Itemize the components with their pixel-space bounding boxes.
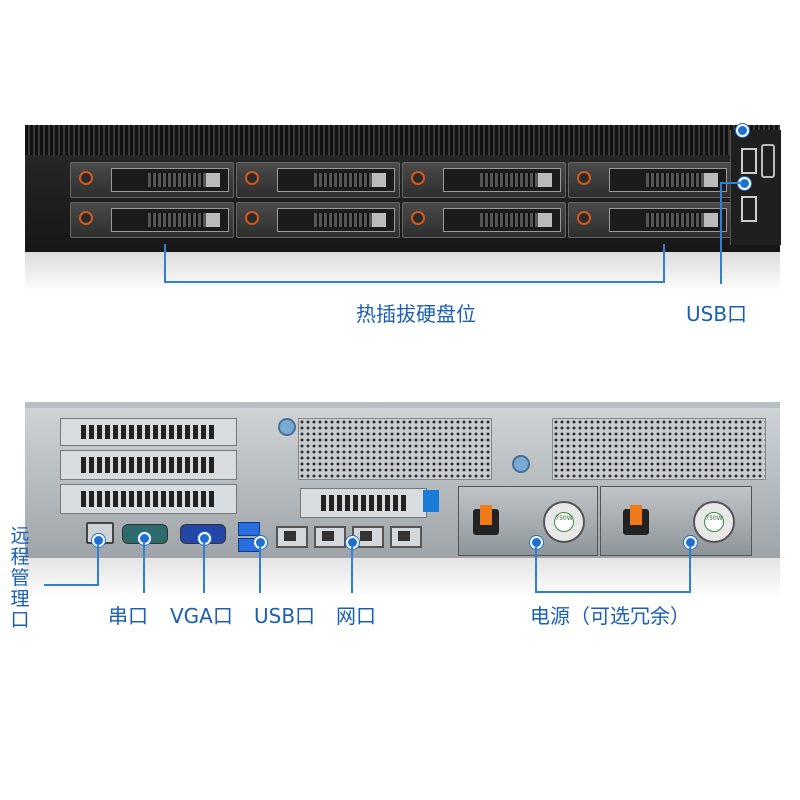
front-reflection (25, 252, 780, 292)
callout-line (720, 182, 742, 184)
front-vga-port-icon[interactable] (761, 144, 775, 178)
power-supply-label: 电源（可选冗余） (530, 604, 690, 628)
rear-usb-port-icon[interactable] (238, 522, 260, 536)
callout-line (143, 543, 145, 593)
drive-bay-grid (70, 158, 732, 244)
hot-swap-bays-label: 热插拔硬盘位 (356, 302, 476, 326)
callout-line (663, 244, 665, 283)
psu-wattage-badge: 750W (705, 515, 723, 522)
callout-line (259, 547, 261, 593)
callout-line (203, 543, 205, 593)
psu-fan-icon: 750W (693, 501, 735, 543)
drive-status-led-icon (577, 211, 591, 225)
network-port-icon[interactable] (390, 526, 422, 548)
drive-bay[interactable] (70, 202, 234, 238)
callout-line (720, 182, 722, 284)
callout-line (535, 547, 537, 592)
front-usb-port-icon[interactable] (741, 196, 757, 222)
drive-bay[interactable] (568, 162, 732, 198)
callout-line (535, 591, 690, 593)
drive-status-led-icon (245, 171, 259, 185)
callout-line (97, 545, 99, 585)
psu-fan-icon: 750W (543, 501, 585, 543)
pcie-slot (60, 484, 237, 514)
drive-status-led-icon (245, 211, 259, 225)
network-port-label: 网口 (336, 604, 376, 628)
power-supply-unit[interactable]: 750W (458, 486, 598, 556)
drive-bay[interactable] (568, 202, 732, 238)
drive-bay[interactable] (236, 202, 400, 238)
remote-mgmt-label: 远 程 管 理 口 (10, 525, 30, 631)
callout-line (164, 244, 166, 282)
network-port-icon[interactable] (314, 526, 346, 548)
callout-line (689, 547, 691, 593)
power-socket-icon (623, 505, 649, 535)
blue-release-tab-icon[interactable] (423, 490, 439, 512)
drive-status-led-icon (577, 171, 591, 185)
psu-wattage-badge: 750W (555, 515, 573, 522)
front-control-panel (730, 130, 781, 245)
power-supply-unit[interactable]: 750W (600, 486, 752, 556)
drive-bay[interactable] (70, 162, 234, 198)
drive-bay[interactable] (402, 162, 566, 198)
drive-status-led-icon (79, 211, 93, 225)
power-socket-icon (473, 505, 499, 535)
rear-vent-grille (552, 418, 766, 480)
drive-bay[interactable] (236, 162, 400, 198)
rear-usb-label: USB口 (254, 604, 316, 628)
rear-vent-grille (298, 418, 492, 480)
rear-top-edge (25, 402, 780, 412)
drive-bay[interactable] (402, 202, 566, 238)
pcie-slot (60, 450, 237, 480)
front-usb-port-icon[interactable] (741, 148, 757, 174)
front-top-vent (25, 125, 780, 155)
callout-dot-icon (736, 124, 749, 137)
callout-line (351, 547, 353, 593)
pcie-slot (60, 418, 237, 446)
drive-status-led-icon (79, 171, 93, 185)
serial-port-label: 串口 (108, 604, 148, 628)
network-port-icon[interactable] (276, 526, 308, 548)
front-usb-label: USB口 (686, 302, 748, 326)
vga-port-label: VGA口 (170, 604, 233, 628)
pcie-slot (300, 488, 427, 518)
thumb-screw-icon[interactable] (512, 455, 530, 473)
callout-line (44, 584, 99, 586)
drive-status-led-icon (411, 211, 425, 225)
drive-status-led-icon (411, 171, 425, 185)
callout-line (164, 281, 664, 283)
thumb-screw-icon[interactable] (278, 418, 296, 436)
